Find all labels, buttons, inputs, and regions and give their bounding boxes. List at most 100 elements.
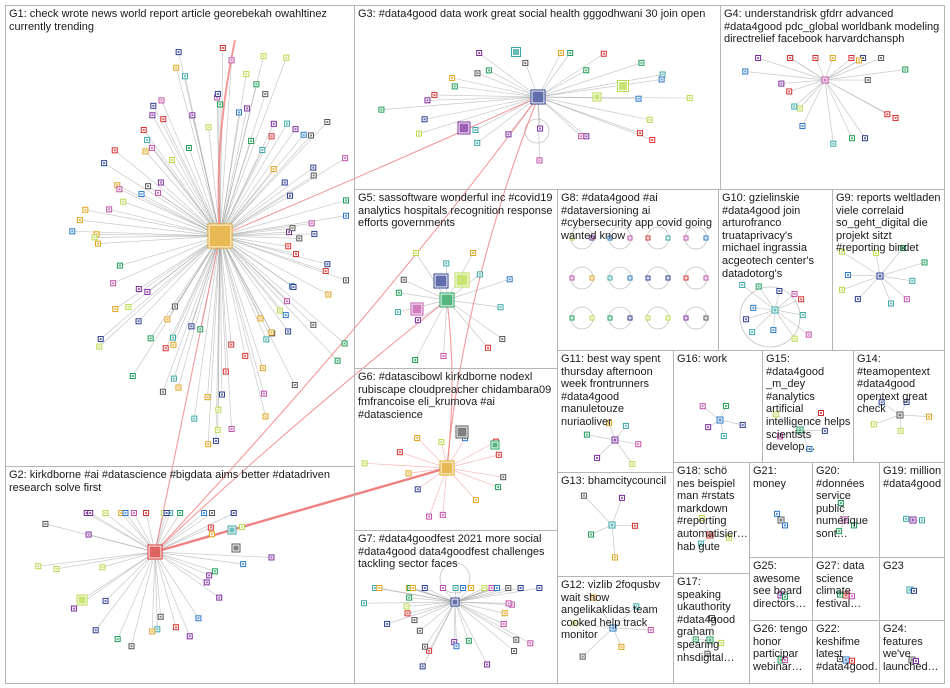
g1-node <box>343 277 349 284</box>
g1-node <box>135 286 142 293</box>
g2-node <box>227 525 237 535</box>
g1-node <box>95 240 102 247</box>
small-group-7-edge <box>709 617 713 641</box>
g1-edge <box>150 235 221 339</box>
small-group-4-node <box>580 492 587 499</box>
g6-node <box>495 451 502 458</box>
g2-node <box>201 510 208 516</box>
g9-edge <box>879 262 925 277</box>
g1-edge <box>115 235 221 310</box>
small-group-14-node <box>782 657 788 664</box>
g3-node <box>449 74 456 81</box>
g3-node <box>485 67 492 74</box>
g4-node <box>830 140 837 147</box>
group-box-g25: G25: awesome see board directors… <box>749 557 813 621</box>
g6-node <box>396 449 403 456</box>
g2-node <box>195 615 202 622</box>
g8-node <box>569 275 575 281</box>
g1-node <box>191 415 198 422</box>
small-group-1-node <box>699 403 706 410</box>
g1-node <box>296 235 303 242</box>
small-group-6-node <box>698 540 705 547</box>
small-group-1-node <box>722 402 729 409</box>
g2-node <box>157 613 164 620</box>
group-box-g11: G11: best way spent thursday afternoon w… <box>557 350 674 473</box>
g1-edge <box>219 157 346 237</box>
g1-edge <box>219 167 314 237</box>
g1-node <box>215 406 222 413</box>
g9-node <box>909 277 916 284</box>
group-box-g13: G13: bhamcitycouncil <box>557 472 674 577</box>
g10-edge <box>774 309 803 316</box>
g5-node <box>400 276 407 283</box>
g1-hub <box>207 223 233 249</box>
g1-edge <box>152 115 221 237</box>
g6-edge <box>446 454 499 469</box>
g4-edge <box>824 79 853 139</box>
group-label-g21: G21: money <box>753 465 787 490</box>
g8-node <box>645 315 651 321</box>
g10-node <box>750 304 757 311</box>
g1-node <box>342 155 349 162</box>
g1-edge <box>219 121 328 237</box>
g10-node <box>798 296 805 303</box>
g7-edge <box>454 601 509 604</box>
g1-edge <box>188 147 221 237</box>
g7-node <box>513 636 520 643</box>
g1-node <box>219 45 226 51</box>
g2-node <box>70 605 77 612</box>
small-group-15-node <box>837 656 843 663</box>
g4-node <box>884 111 891 118</box>
small-group-3-node <box>878 399 885 406</box>
g1-node <box>248 137 255 144</box>
small-group-4-hub <box>608 521 616 529</box>
small-group-1-node <box>720 433 727 440</box>
g9-edge <box>879 275 892 304</box>
g2-edge <box>154 551 220 598</box>
small-group-3-node <box>903 399 910 406</box>
g1-node <box>263 336 270 343</box>
group-box-g2: G2: kirkdborne #ai #datascience #bigdata… <box>5 466 355 684</box>
g1-node <box>292 251 299 258</box>
g2-edge <box>45 523 156 553</box>
g1-node <box>289 225 296 232</box>
g5-node <box>443 260 450 267</box>
g1-edge <box>207 235 221 398</box>
g7-node <box>468 585 475 591</box>
g6-edge <box>446 441 497 469</box>
g8-node <box>607 235 613 241</box>
g2-edge <box>154 551 207 583</box>
g8-node <box>569 235 575 241</box>
g1-edge <box>219 60 232 237</box>
g1-node <box>125 304 132 311</box>
small-group-0-hub <box>611 436 619 444</box>
g3-edge <box>452 77 539 98</box>
g7-edge <box>454 587 485 603</box>
g3-node <box>686 95 693 102</box>
inter-group-edge <box>154 299 448 553</box>
small-group-5-edge <box>612 627 651 631</box>
g5-node <box>395 289 402 296</box>
g3-node <box>505 131 512 138</box>
g1-node <box>164 316 171 323</box>
g1-edge <box>97 235 221 244</box>
g1-node <box>243 71 250 78</box>
g1-edge <box>193 235 221 419</box>
g7-edge <box>406 601 456 607</box>
g2-edge <box>154 551 215 572</box>
g1-node <box>324 261 331 268</box>
g10-node <box>805 331 812 338</box>
g1-edge <box>85 209 221 237</box>
g9-edge <box>879 247 904 277</box>
g2-edge <box>117 551 156 640</box>
g4-node <box>791 103 798 110</box>
g7-node <box>453 643 460 650</box>
small-group-13-node <box>911 587 917 594</box>
g5-edge <box>446 278 510 301</box>
g7-edge <box>428 601 456 651</box>
group-label-g12: G12: vizlib 2foqusbv wait show angelikak… <box>561 579 664 642</box>
g3-node <box>592 92 602 102</box>
g1-node <box>262 91 269 98</box>
g1-node <box>129 373 136 380</box>
small-group-5-node <box>579 653 586 660</box>
